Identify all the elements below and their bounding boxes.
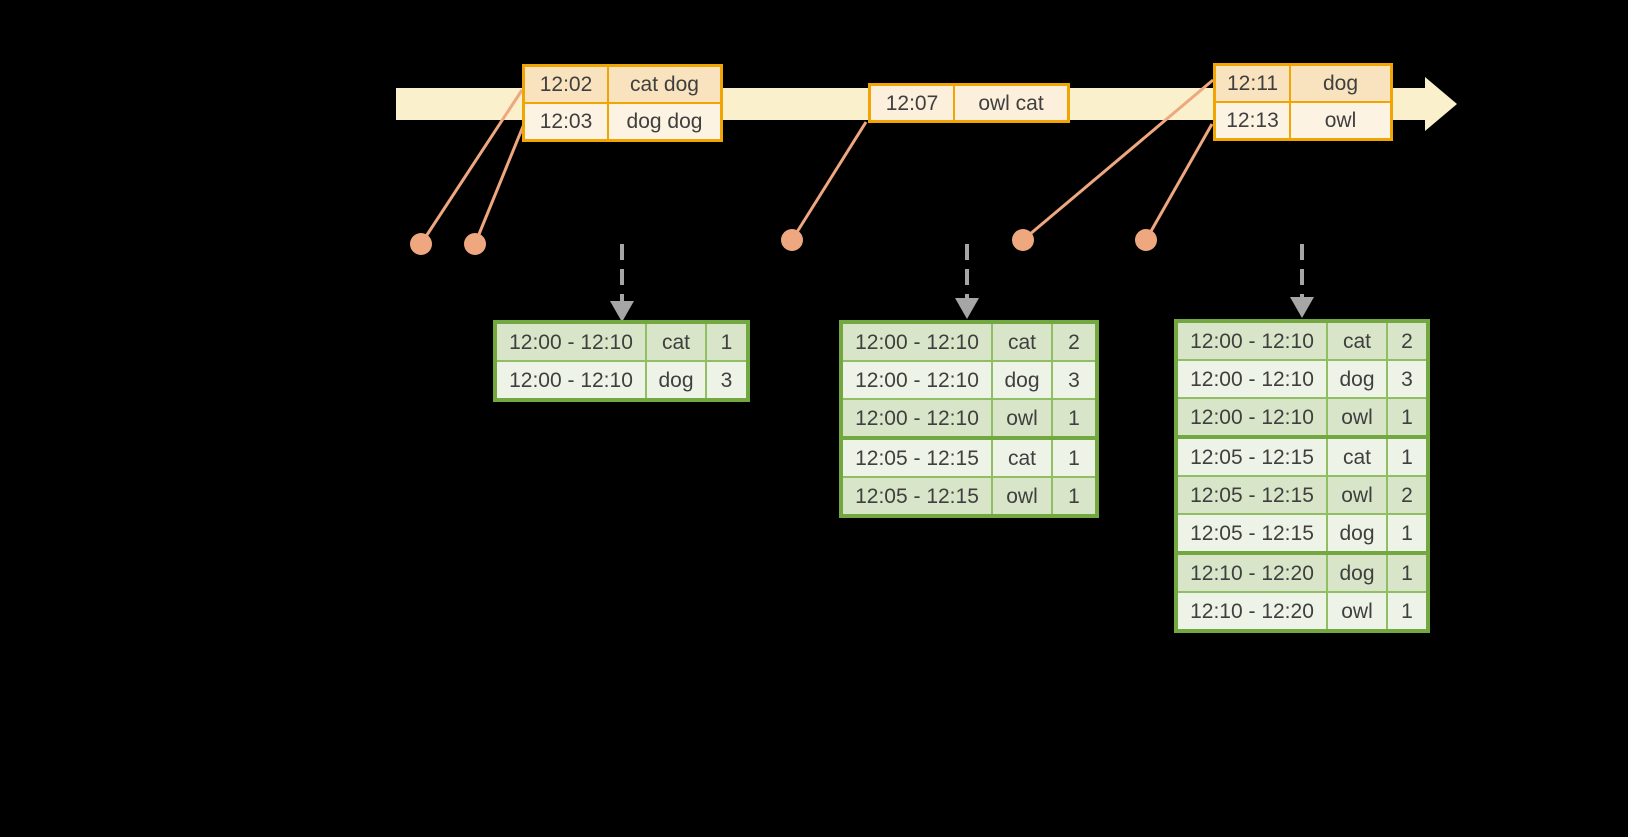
- result-row: 12:05 - 12:15 dog 1: [1178, 513, 1426, 551]
- result-row: 12:00 - 12:10 cat 2: [1178, 323, 1426, 359]
- window-cell: 12:05 - 12:15: [1178, 477, 1326, 513]
- window-cell: 12:00 - 12:10: [497, 324, 645, 360]
- result-row: 12:10 - 12:20 dog 1: [1178, 551, 1426, 591]
- count-cell: 1: [1386, 555, 1426, 591]
- count-cell: 3: [705, 362, 746, 398]
- window-cell: 12:05 - 12:15: [843, 478, 991, 514]
- event-table-3: 12:11 dog 12:13 owl: [1213, 63, 1393, 141]
- result-table-1: 12:00 - 12:10 cat 1 12:00 - 12:10 dog 3: [493, 320, 750, 402]
- result-row: 12:05 - 12:15 cat 1: [1178, 435, 1426, 475]
- event-row: 12:03 dog dog: [525, 102, 720, 139]
- result-row: 12:00 - 12:10 cat 2: [843, 324, 1095, 360]
- word-cell: dog: [1326, 515, 1386, 551]
- count-cell: 3: [1386, 361, 1426, 397]
- event-words-cell: owl cat: [955, 86, 1067, 120]
- event-time-cell: 12:13: [1216, 103, 1289, 138]
- trigger-arrowhead-icon-3: [1290, 297, 1314, 318]
- count-cell: 2: [1386, 477, 1426, 513]
- connector-line-5: [1144, 123, 1214, 241]
- count-cell: 1: [1386, 399, 1426, 435]
- word-cell: owl: [991, 478, 1051, 514]
- window-cell: 12:00 - 12:10: [843, 362, 991, 398]
- window-cell: 12:10 - 12:20: [1178, 593, 1326, 629]
- window-cell: 12:05 - 12:15: [1178, 515, 1326, 551]
- window-cell: 12:00 - 12:10: [843, 324, 991, 360]
- event-time-cell: 12:07: [871, 86, 953, 120]
- result-row: 12:00 - 12:10 owl 1: [1178, 397, 1426, 435]
- event-time-cell: 12:11: [1216, 66, 1289, 101]
- result-row: 12:05 - 12:15 owl 2: [1178, 475, 1426, 513]
- event-row: 12:07 owl cat: [871, 86, 1067, 120]
- result-row: 12:10 - 12:20 owl 1: [1178, 591, 1426, 629]
- timeline-arrowhead-icon: [1425, 77, 1457, 131]
- count-cell: 2: [1386, 323, 1426, 359]
- event-dot-4: [1012, 229, 1034, 251]
- trigger-arrowhead-icon-2: [955, 298, 979, 319]
- event-dot-2: [464, 233, 486, 255]
- count-cell: 2: [1051, 324, 1095, 360]
- event-table-2: 12:07 owl cat: [868, 83, 1070, 123]
- word-cell: dog: [1326, 361, 1386, 397]
- event-table-1: 12:02 cat dog 12:03 dog dog: [522, 64, 723, 142]
- event-words-cell: dog dog: [609, 104, 720, 139]
- word-cell: dog: [1326, 555, 1386, 591]
- result-table-3: 12:00 - 12:10 cat 2 12:00 - 12:10 dog 3 …: [1174, 319, 1430, 633]
- event-words-cell: dog: [1291, 66, 1390, 101]
- result-row: 12:00 - 12:10 dog 3: [843, 360, 1095, 398]
- window-cell: 12:05 - 12:15: [843, 440, 991, 476]
- window-cell: 12:00 - 12:10: [843, 400, 991, 436]
- count-cell: 1: [705, 324, 746, 360]
- result-row: 12:05 - 12:15 cat 1: [843, 436, 1095, 476]
- event-row: 12:13 owl: [1216, 101, 1390, 138]
- word-cell: dog: [991, 362, 1051, 398]
- window-cell: 12:10 - 12:20: [1178, 555, 1326, 591]
- word-cell: owl: [1326, 399, 1386, 435]
- connector-line-2: [473, 123, 526, 245]
- result-row: 12:00 - 12:10 dog 3: [1178, 359, 1426, 397]
- event-row: 12:11 dog: [1216, 66, 1390, 101]
- window-cell: 12:00 - 12:10: [1178, 399, 1326, 435]
- word-cell: cat: [991, 324, 1051, 360]
- event-time-cell: 12:03: [525, 104, 607, 139]
- word-cell: owl: [991, 400, 1051, 436]
- word-cell: cat: [1326, 323, 1386, 359]
- event-words-cell: owl: [1291, 103, 1390, 138]
- result-row: 12:00 - 12:10 dog 3: [497, 360, 746, 398]
- window-cell: 12:00 - 12:10: [1178, 361, 1326, 397]
- window-cell: 12:00 - 12:10: [497, 362, 645, 398]
- count-cell: 3: [1051, 362, 1095, 398]
- word-cell: owl: [1326, 593, 1386, 629]
- result-row: 12:00 - 12:10 cat 1: [497, 324, 746, 360]
- count-cell: 1: [1386, 593, 1426, 629]
- count-cell: 1: [1386, 439, 1426, 475]
- count-cell: 1: [1051, 478, 1095, 514]
- window-cell: 12:00 - 12:10: [1178, 323, 1326, 359]
- event-dot-5: [1135, 229, 1157, 251]
- word-cell: cat: [1326, 439, 1386, 475]
- count-cell: 1: [1386, 515, 1426, 551]
- event-time-cell: 12:02: [525, 67, 607, 102]
- trigger-arrowhead-icon-1: [610, 301, 634, 322]
- event-row: 12:02 cat dog: [525, 67, 720, 102]
- connector-line-3: [790, 121, 868, 241]
- result-row: 12:05 - 12:15 owl 1: [843, 476, 1095, 514]
- event-dot-1: [410, 233, 432, 255]
- word-cell: cat: [645, 324, 705, 360]
- count-cell: 1: [1051, 440, 1095, 476]
- count-cell: 1: [1051, 400, 1095, 436]
- event-words-cell: cat dog: [609, 67, 720, 102]
- result-row: 12:00 - 12:10 owl 1: [843, 398, 1095, 436]
- word-cell: cat: [991, 440, 1051, 476]
- word-cell: owl: [1326, 477, 1386, 513]
- window-cell: 12:05 - 12:15: [1178, 439, 1326, 475]
- event-dot-3: [781, 229, 803, 251]
- result-table-2: 12:00 - 12:10 cat 2 12:00 - 12:10 dog 3 …: [839, 320, 1099, 518]
- word-cell: dog: [645, 362, 705, 398]
